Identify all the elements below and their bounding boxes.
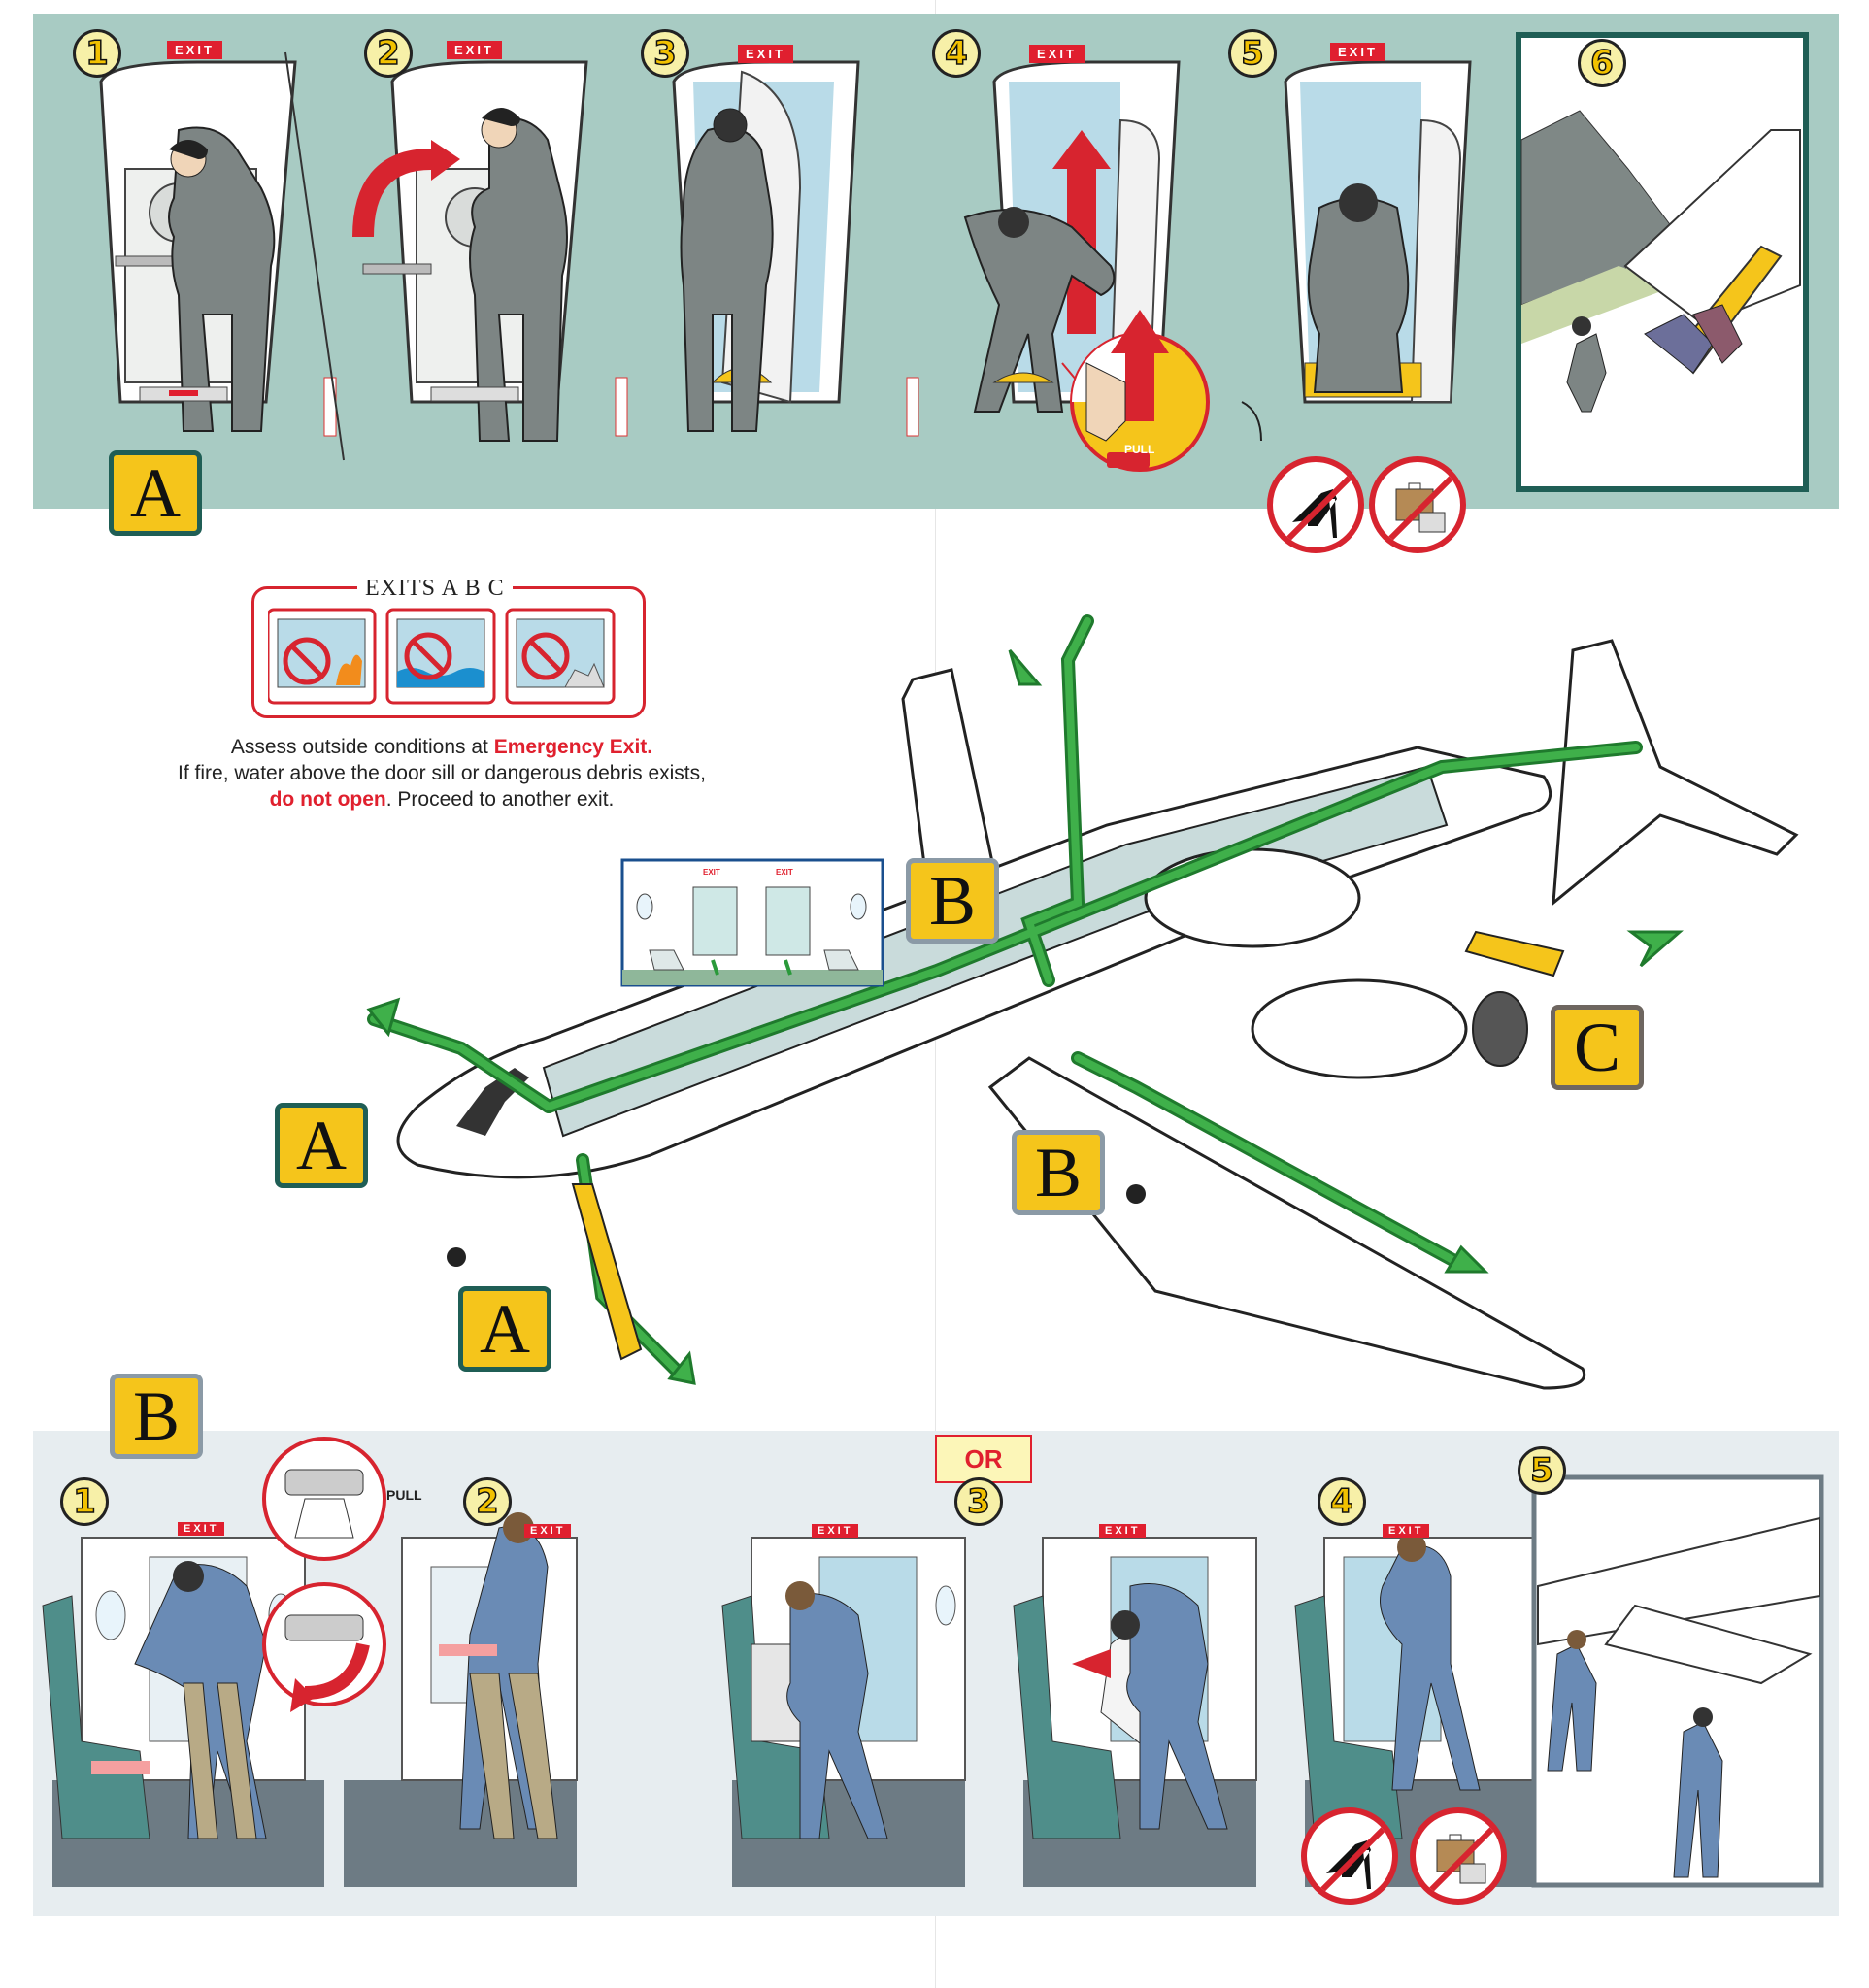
step-a3-number: 3 <box>641 29 689 78</box>
step-a4-illustration <box>963 60 1181 422</box>
exit-sign: EXIT <box>738 45 793 63</box>
exit-a-label: A <box>458 1286 551 1372</box>
exit-sign: EXIT <box>1330 43 1385 61</box>
step-b4-number: 4 <box>1318 1477 1366 1526</box>
exit-sign: EXIT <box>524 1524 572 1538</box>
exit-b-label: B <box>110 1374 203 1459</box>
exit-a-label: A <box>275 1103 368 1188</box>
section-a-illustrations <box>99 32 1809 492</box>
inset-exit-sign: EXIT <box>776 868 793 877</box>
no-baggage-icon <box>1369 456 1466 553</box>
step-a2-number: 2 <box>364 29 413 78</box>
exit-conditions-title: EXITS A B C <box>357 576 513 602</box>
pull-handle-zoom <box>1070 310 1210 472</box>
exit-sign: EXIT <box>178 1522 225 1536</box>
no-high-heels-icon <box>1301 1807 1398 1905</box>
step-a6-number: 6 <box>1578 39 1626 87</box>
overwing-exit-inset <box>620 858 884 987</box>
exit-sign: EXIT <box>812 1524 859 1538</box>
exit-sign: EXIT <box>1029 45 1085 63</box>
exit-sign: EXIT <box>1383 1524 1430 1538</box>
step-a5-illustration <box>1241 60 1472 442</box>
no-high-heels-icon <box>1267 456 1364 553</box>
exit-b-label: B <box>1012 1130 1105 1215</box>
step-a4-number: 4 <box>932 29 981 78</box>
step-b3b-illustration <box>1013 1537 1257 1887</box>
no-debris-icon <box>505 608 616 705</box>
section-b-illustrations <box>42 1437 1824 1888</box>
evacuation-path-arrows-fill <box>370 617 1640 1377</box>
caution-line3: . Proceed to another exit. <box>385 788 615 811</box>
caution-line1-emphasis: Emergency Exit. <box>493 736 653 758</box>
step-b2-illustration <box>344 1512 578 1887</box>
pull-label: PULL <box>386 1487 422 1503</box>
exit-sign: EXIT <box>447 41 502 59</box>
exit-conditions-icons <box>268 608 616 705</box>
step-b5-illustration <box>1531 1474 1824 1888</box>
step-b3-number: 3 <box>954 1477 1003 1526</box>
step-b3-illustration <box>721 1537 966 1887</box>
step-b2-number: 2 <box>463 1477 512 1526</box>
step-a1-number: 1 <box>73 29 121 78</box>
exit-a-label: A <box>109 450 202 536</box>
no-baggage-icon <box>1410 1807 1507 1905</box>
pull-label: PULL <box>1124 443 1155 456</box>
exit-sign: EXIT <box>1099 1524 1147 1538</box>
caution-line2: If fire, water above the door sill or da… <box>178 762 706 784</box>
step-b1-number: 1 <box>60 1477 109 1526</box>
step-a2-illustration <box>352 60 628 442</box>
no-fire-icon <box>268 608 377 705</box>
aircraft-evacuation-diagram <box>366 614 1799 1390</box>
step-a6-illustration <box>1516 32 1809 492</box>
pull-zoom-circles <box>262 1437 386 1712</box>
step-b1-illustration <box>42 1537 324 1887</box>
exit-sign: EXIT <box>167 41 222 59</box>
no-water-icon <box>385 608 496 705</box>
exit-b-label: B <box>906 858 999 944</box>
caution-line1: Assess outside conditions at <box>230 736 494 758</box>
caution-line3-emphasis: do not open <box>269 788 386 811</box>
step-b5-number: 5 <box>1518 1446 1566 1495</box>
exit-c-label: C <box>1551 1005 1644 1090</box>
step-a3-illustration <box>672 60 919 437</box>
arrow-heads <box>366 649 1684 1385</box>
step-a5-number: 5 <box>1228 29 1277 78</box>
inset-exit-sign: EXIT <box>703 868 720 877</box>
exit-conditions-text: Assess outside conditions at Emergency E… <box>58 734 825 812</box>
